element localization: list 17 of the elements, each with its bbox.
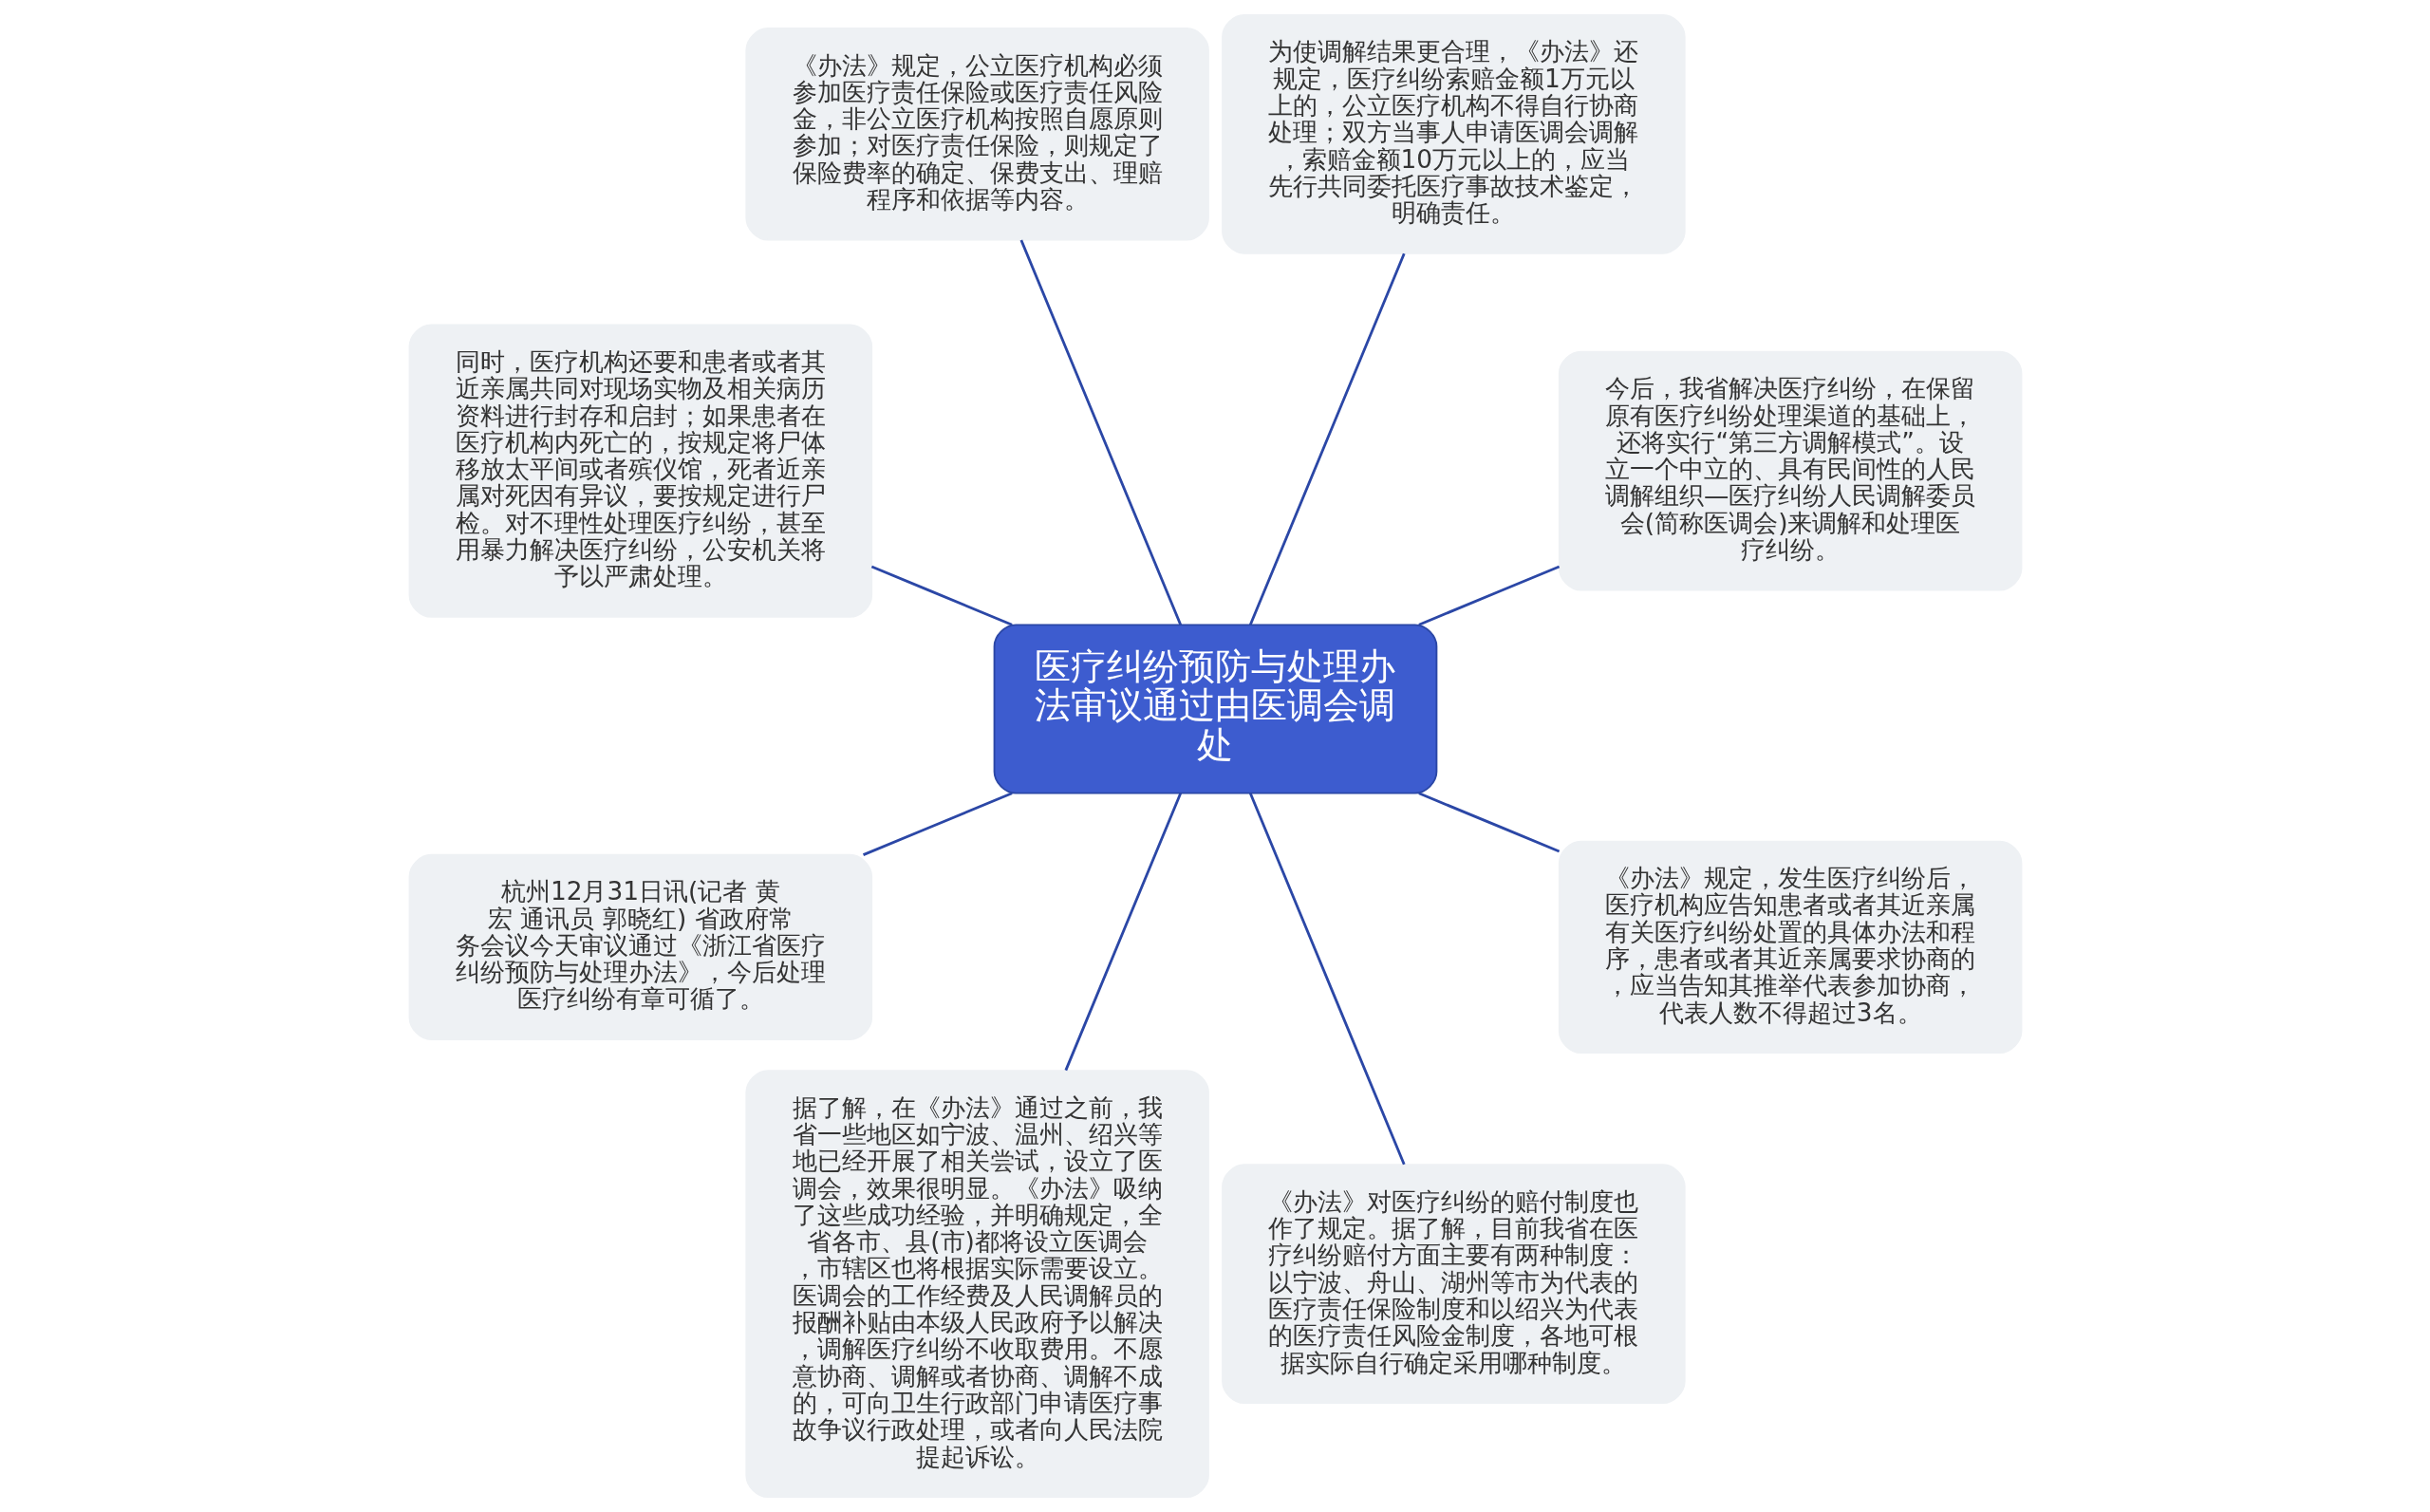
connector <box>862 792 1013 856</box>
node-box: 杭州12月31日讯(记者 黄宏 通讯员 郭晓红) 省政府常务会议今天审议通过《浙江省医疗纠纷预防与处理办法》，今后处理医疗纠纷有章可循了。 <box>408 853 872 1040</box>
node-box: 《办法》对医疗纠纷的赔付制度也作了规定。据了解，目前我省在医疗纠纷赔付方面主要有两种制度：以宁波、舟山、湖州等市为代表的医疗责任保险制度和以绍兴为代表的医疗责任风险金制度，各地可根据实际自行确定采用哪种制度。 <box>1221 1164 1686 1404</box>
node-box: 同时，医疗机构还要和患者或者其近亲属共同对现场实物及相关病历资料进行封存和启封；如果患者在医疗机构内死亡的，按规定将尸体移放太平间或者殡仪馆，死者近亲属对死因有异议，要按规定进行尸检。对不理性处理医疗纠纷，甚至用暴力解决医疗纠纷，公安机关将予以严肃处理。 <box>408 324 872 618</box>
node-box: 据了解，在《办法》通过之前，我省一些地区如宁波、温州、绍兴等地已经开展了相关尝试，设立了医调会，效果很明显。《办法》吸纳了这些成功经验，并明确规定，全省各市、县(市)都将设立医调会，市辖区也将根据实际需要设立。医调会的工作经费及人民调解员的报酬补贴由本级人民政府予以解决，调解医疗纠纷不收取费用。不愿意协商、调解或者协商、调解不成的，可向卫生行政部门申请医疗事故争议行政处理，或者向人民法院提起诉讼。 <box>744 1070 1209 1499</box>
connector <box>870 565 1013 626</box>
node-box: 为使调解结果更合理，《办法》还规定，医疗纠纷索赔金额1万元以上的，公立医疗机构不得自行协商处理；双方当事人申请医调会调解，索赔金额10万元以上的，应当先行共同委托医疗事故技术鉴定，明确责任。 <box>1221 13 1686 254</box>
node-box: 《办法》规定，发生医疗纠纷后，医疗机构应告知患者或者其近亲属有关医疗纠纷处置的具体办法和程序，患者或者其近亲属要求协商的，应当告知其推举代表参加协商，代表人数不得超过3名。 <box>1558 840 2022 1055</box>
node-box: 《办法》规定，公立医疗机构必须参加医疗责任保险或医疗责任风险金，非公立医疗机构按照自愿原则参加；对医疗责任保险，则规定了保险费率的确定、保费支出、理赔程序和依据等内容。 <box>744 28 1209 241</box>
connector <box>1417 565 1560 626</box>
connector <box>1064 793 1182 1072</box>
connector <box>1248 793 1406 1166</box>
connector <box>1019 239 1182 625</box>
node-box: 医疗纠纷预防与处理办法审议通过由医调会调处 <box>993 624 1437 794</box>
connector <box>1248 252 1406 625</box>
node-box: 今后，我省解决医疗纠纷，在保留原有医疗纠纷处理渠道的基础上，还将实行“第三方调解模式”。设立一个中立的、具有民间性的人民调解组织—医疗纠纷人民调解委员会(简称医调会)来调解和处理医疗纠纷。 <box>1558 350 2022 591</box>
connector <box>1417 792 1560 853</box>
